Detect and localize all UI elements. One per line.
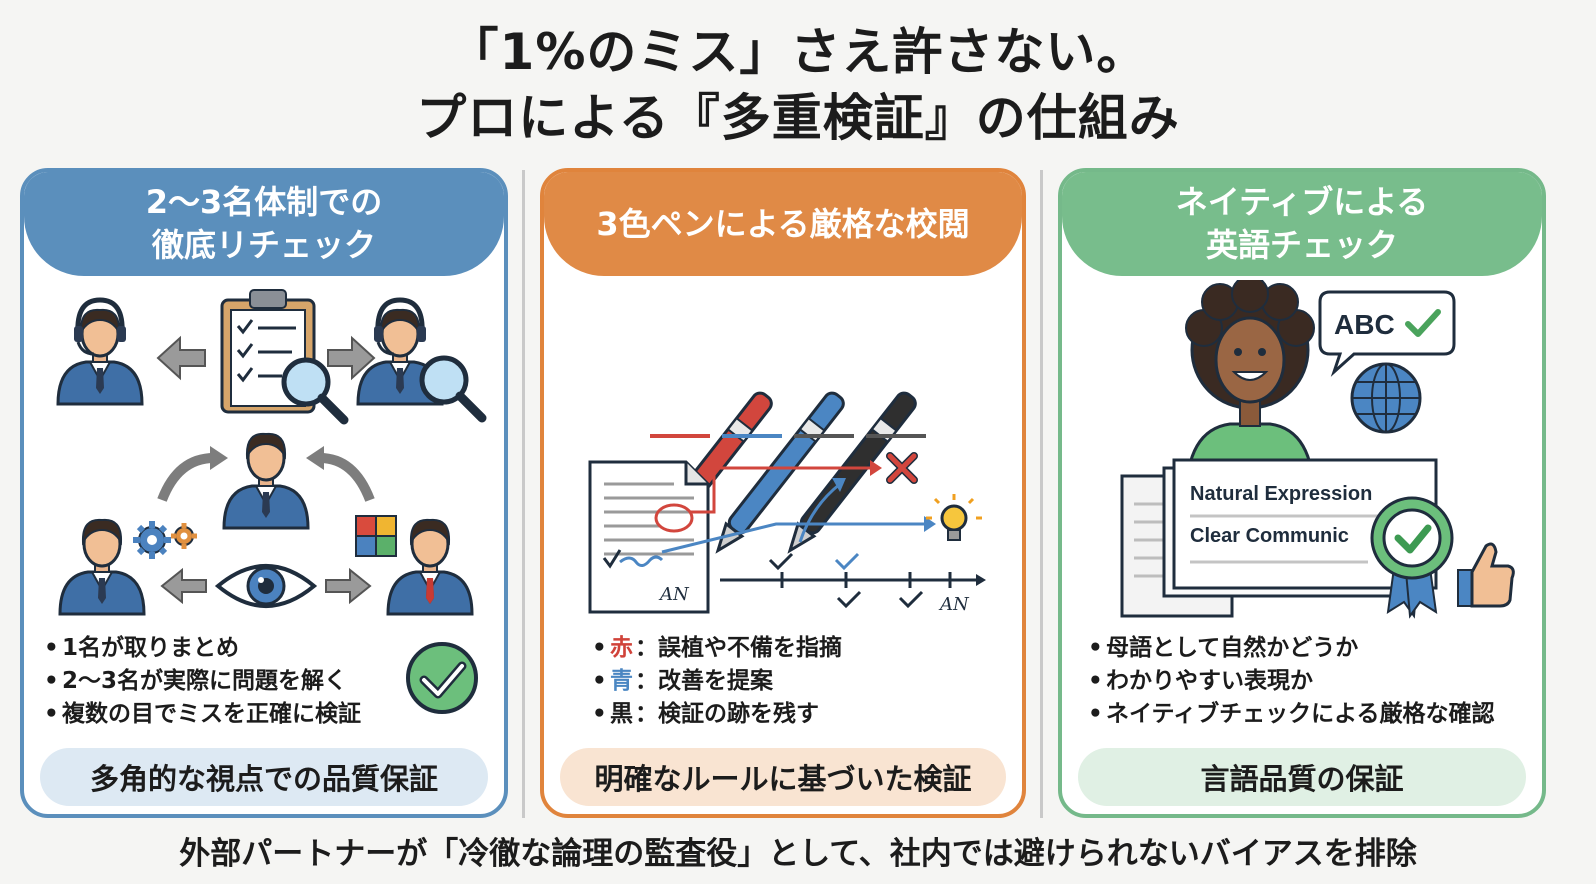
eye-icon xyxy=(214,564,318,608)
panel-heading-line: 2〜3名体制での xyxy=(145,183,383,221)
bullet-item: 青：改善を提案 xyxy=(590,665,842,698)
arrow-icon xyxy=(210,446,228,470)
document-icon: AN xyxy=(588,460,710,614)
bullet-item: 1名が取りまとめ xyxy=(42,632,361,665)
award-badge-icon xyxy=(1370,496,1454,619)
bottom-caption: 外部パートナーが「冷徹な論理の監査役」として、社内では避けられないバイアスを排除 xyxy=(179,836,1417,872)
arrow-icon xyxy=(306,446,324,470)
checkmark-icon xyxy=(836,590,862,609)
panel-heading-line: 英語チェック xyxy=(1205,226,1398,264)
bullet-item: わかりやすい表現か xyxy=(1086,665,1494,698)
handwriting-mark: AN xyxy=(938,594,970,615)
bullet-item: 複数の目でミスを正確に検証 xyxy=(42,698,361,731)
arrow-icon xyxy=(327,335,376,381)
bullet-text: 1名が取りまとめ xyxy=(62,635,240,661)
arrow-icon xyxy=(156,335,206,381)
magnifier-icon xyxy=(419,355,487,423)
panel-heading-line: 3色ペンによる厳格な校閲 xyxy=(596,204,970,243)
gear-icon xyxy=(133,521,171,559)
bullet-item: 2〜3名が実際に問題を解く xyxy=(42,665,361,698)
pen-review-illustration: AN AN xyxy=(588,391,986,615)
panel-three-color-pen: 3色ペンによる厳格な校閲 AN xyxy=(540,168,1026,818)
cross-mark-icon xyxy=(886,452,918,484)
business-person-icon xyxy=(386,518,474,616)
native-check-illustration: ABC Natural Expression Clear Communic xyxy=(1120,280,1515,619)
bullet-list: 赤：誤植や不備を指摘 青：改善を提案 黒：検証の跡を残す xyxy=(590,632,842,731)
panel-heading: ネイティブによる 英語チェック xyxy=(1062,172,1542,276)
bullet-text: ：検証の跡を残す xyxy=(635,701,819,727)
bullet-text: 母語として自然かどうか xyxy=(1106,635,1359,661)
document-line-text: Clear Communic xyxy=(1190,525,1349,547)
panel-heading-line: 徹底リチェック xyxy=(151,226,376,264)
team-review-illustration xyxy=(56,289,487,616)
column-divider xyxy=(1040,170,1043,818)
headset-reviewer-icon xyxy=(56,297,144,406)
document-line-text: Natural Expression xyxy=(1190,483,1372,505)
panel-heading: 3色ペンによる厳格な校閲 xyxy=(544,172,1022,276)
bullet-text: ：誤植や不備を指摘 xyxy=(635,635,842,661)
panel-footer: 多角的な視点での品質保証 xyxy=(40,748,488,806)
arrow-icon xyxy=(160,567,207,605)
checkmark-circle-icon xyxy=(406,642,478,714)
arrow-icon xyxy=(325,567,372,605)
checkmark-icon xyxy=(768,552,794,571)
bullet-item: 母語として自然かどうか xyxy=(1086,632,1494,665)
checkmark-icon xyxy=(834,552,860,571)
arrow-icon xyxy=(319,453,375,502)
headset-reviewer-icon xyxy=(356,297,444,406)
arrow-icon xyxy=(157,453,215,502)
puzzle-icon xyxy=(355,515,397,557)
pen-color-label-red: 赤 xyxy=(610,635,633,661)
bullet-item: ネイティブチェックによる厳格な確認 xyxy=(1086,698,1494,731)
panel-multi-person-recheck: 2〜3名体制での 徹底リチェック xyxy=(20,168,508,818)
panel-footer: 明確なルールに基づいた検証 xyxy=(560,748,1006,806)
bullet-text: ：改善を提案 xyxy=(635,668,773,694)
blue-pen-icon xyxy=(715,391,845,554)
panel-native-english-check: ネイティブによる 英語チェック ABC xyxy=(1058,168,1546,818)
business-person-icon xyxy=(222,432,310,530)
globe-icon xyxy=(1350,362,1422,434)
panel-heading-line: ネイティブによる xyxy=(1175,183,1429,221)
handwriting-mark: AN xyxy=(658,584,690,605)
lightbulb-icon xyxy=(926,494,982,541)
bullet-list: 母語として自然かどうか わかりやすい表現か ネイティブチェックによる厳格な確認 xyxy=(1086,632,1494,731)
bullet-item: 黒：検証の跡を残す xyxy=(590,698,842,731)
speech-bubble-text: ABC xyxy=(1334,309,1395,340)
bullet-text: 複数の目でミスを正確に検証 xyxy=(62,701,361,727)
bullet-text: 2〜3名が実際に問題を解く xyxy=(62,668,348,694)
bullet-text: ネイティブチェックによる厳格な確認 xyxy=(1106,701,1495,727)
panel-heading: 2〜3名体制での 徹底リチェック xyxy=(24,172,504,276)
bullet-text: わかりやすい表現か xyxy=(1106,668,1313,694)
gear-icon xyxy=(171,523,197,549)
thumbs-up-icon xyxy=(1457,542,1515,608)
pen-color-label-black: 黒 xyxy=(610,701,633,727)
title-line-1: 「1%のミス」さえ許さない。 xyxy=(448,23,1148,81)
pen-color-label-blue: 青 xyxy=(610,668,633,694)
business-person-icon xyxy=(58,518,146,616)
bullet-item: 赤：誤植や不備を指摘 xyxy=(590,632,842,665)
checkmark-icon xyxy=(898,590,924,609)
magnifier-icon xyxy=(281,357,349,425)
bullet-list: 1名が取りまとめ 2〜3名が実際に問題を解く 複数の目でミスを正確に検証 xyxy=(42,632,361,731)
title-line-2: プロによる『多重検証』の仕組み xyxy=(416,89,1180,147)
column-divider xyxy=(522,170,525,818)
speech-bubble-icon: ABC xyxy=(1318,290,1456,377)
panel-footer: 言語品質の保証 xyxy=(1078,748,1526,806)
